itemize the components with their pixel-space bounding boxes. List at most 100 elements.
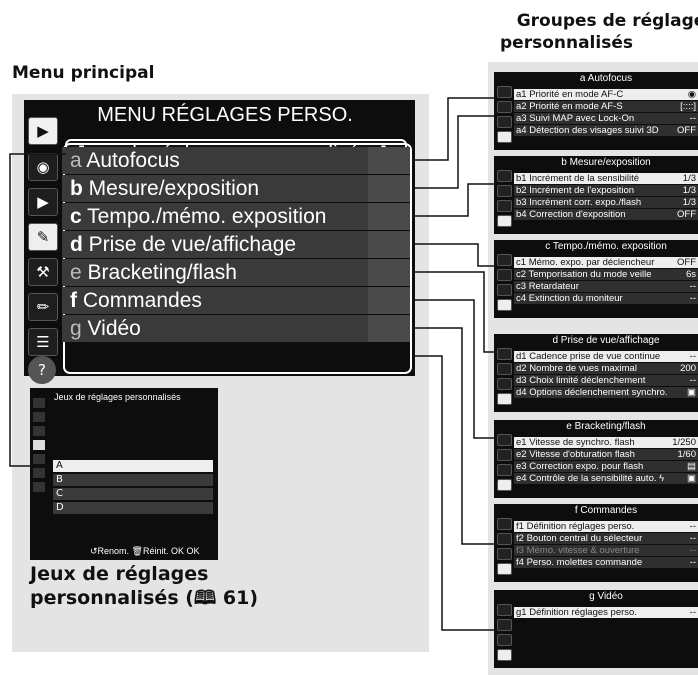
item-label: Vidéo [87,317,141,340]
bank-option-d[interactable]: D [53,502,213,514]
mini-side-icon [497,299,512,311]
menu-item-autofocus[interactable]: a Autofocus [62,147,410,174]
label: Correction d'exposition [529,209,626,220]
g1-item[interactable]: g1 Définition réglages perso.-- [514,607,698,618]
help-icon[interactable]: ? [28,356,56,384]
menu-item-shooting-display[interactable]: d Prise de vue/affichage [62,231,410,258]
playback-icon[interactable]: ▶ [28,117,58,145]
value: ◉ [687,89,696,100]
code: f2 [516,533,524,544]
mini-side-icon [497,269,512,281]
value: -- [689,545,696,556]
code: b1 [516,173,527,184]
item-letter: e [70,261,82,284]
custom-bank-footer: ↺Renom. 🗑Réinit. OK OK [90,546,200,556]
label: Incrément de l'exposition [529,185,635,196]
mini-side-icon [497,449,512,461]
menu-item-controls[interactable]: f Commandes [62,287,410,314]
value: OFF [677,209,696,220]
value: OFF [677,125,696,136]
code: a4 [516,125,527,136]
label: Mémo. vitesse & ouverture [526,545,640,556]
code: c2 [516,269,527,280]
code: d3 [516,375,527,386]
label: Détection des visages suivi 3D [529,125,659,136]
group-c-title: c Tempo./mémo. exposition [545,241,667,252]
movie-icon[interactable]: ▶ [28,188,58,216]
item-value-cell [368,203,410,230]
label: Perso. molettes commande [526,557,643,568]
c4-item[interactable]: c4 Extinction du moniteur-- [514,293,698,304]
pencil-icon[interactable]: ✎ [28,223,58,251]
d3-item[interactable]: d3 Choix limité déclenchement-- [514,375,698,386]
f1-item[interactable]: f1 Définition réglages perso.-- [514,521,698,532]
value: -- [689,557,696,568]
a4-item[interactable]: a4 Détection des visages suivi 3D OFF [514,125,698,136]
group-b-screen: b Mesure/exposition b1 Incrément de la s… [494,156,698,234]
f2-item[interactable]: f2 Bouton central du sélecteur-- [514,533,698,544]
value: 6s [685,269,696,280]
item-letter: a [70,149,82,172]
label: Nombre de vues maximal [529,363,637,374]
group-d-title: d Prise de vue/affichage [552,335,660,346]
wrench-icon[interactable]: ⚒ [28,258,58,286]
item-value-cell [368,259,410,286]
label: Temporisation du mode veille [528,269,652,280]
custom-bank-caption-line2: personnalisés (🕮 61) [30,587,259,609]
d4-item[interactable]: d4 Options déclenchement synchro.▣ [514,387,698,398]
a3-item[interactable]: a3 Suivi MAP avec Lock-On-- [514,113,698,124]
mini-side-icon [497,170,512,182]
mini-side-icon [497,518,512,530]
group-c-screen: c Tempo./mémo. exposition c1 Mémo. expo.… [494,240,698,318]
groups-heading-line1: Groupes de réglage [516,11,698,31]
bank-option-b[interactable]: B [53,474,213,486]
bank-option-c[interactable]: C [53,488,213,500]
code: e2 [516,449,527,460]
camera-icon[interactable]: ◉ [28,153,58,181]
menu-item-metering[interactable]: b Mesure/exposition [62,175,410,202]
c3-item[interactable]: c3 Retardateur-- [514,281,698,292]
custom-bank-sidebar [33,398,45,548]
d1-item[interactable]: d1 Cadence prise de vue continue-- [514,351,698,362]
item-value-cell [368,231,410,258]
mini-retouch-icon [33,468,45,478]
group-f-screen: f Commandes f1 Définition réglages perso… [494,504,698,582]
c2-item[interactable]: c2 Temporisation du mode veille 6s [514,269,698,280]
code: a1 [516,89,527,100]
e4-item[interactable]: e4 Contrôle de la sensibilité auto. ϟ▣ [514,473,698,484]
f3-item[interactable]: f3 Mémo. vitesse & ouverture-- [514,545,698,556]
my-menu-icon[interactable]: ☰ [28,328,58,356]
value: 200 [680,363,696,374]
value: -- [689,113,696,124]
item-value-cell [368,315,410,342]
mini-side-icon [497,363,512,375]
f4-item[interactable]: f4 Perso. molettes commande-- [514,557,698,568]
mini-side-icon [497,434,512,446]
menu-item-movie[interactable]: g Vidéo [62,315,410,342]
mini-side-icon [497,116,512,128]
groups-heading-line2: personnalisés [500,33,633,53]
mini-side-icon [497,563,512,575]
a1-item[interactable]: a1 Priorité en mode AF-C◉ [514,89,698,100]
group-e-screen: e Bracketing/flash e1 Vitesse de synchro… [494,420,698,498]
e3-item[interactable]: e3 Correction expo. pour flash▤ [514,461,698,472]
menu-item-bracketing-flash[interactable]: e Bracketing/flash [62,259,410,286]
menu-item-timers[interactable]: c Tempo./mémo. exposition [62,203,410,230]
mini-side-icon [497,215,512,227]
retouch-icon[interactable]: ✏ [28,293,58,321]
groups-heading: Groupes de réglage personnalisés [496,10,698,54]
a2-item[interactable]: a2 Priorité en mode AF-S[::::] [514,101,698,112]
mini-side-icon [497,131,512,143]
bank-option-a[interactable]: A [53,460,213,472]
mini-side-icon [497,284,512,296]
group-d-screen: d Prise de vue/affichage d1 Cadence pris… [494,334,698,412]
item-letter: c [70,205,82,228]
